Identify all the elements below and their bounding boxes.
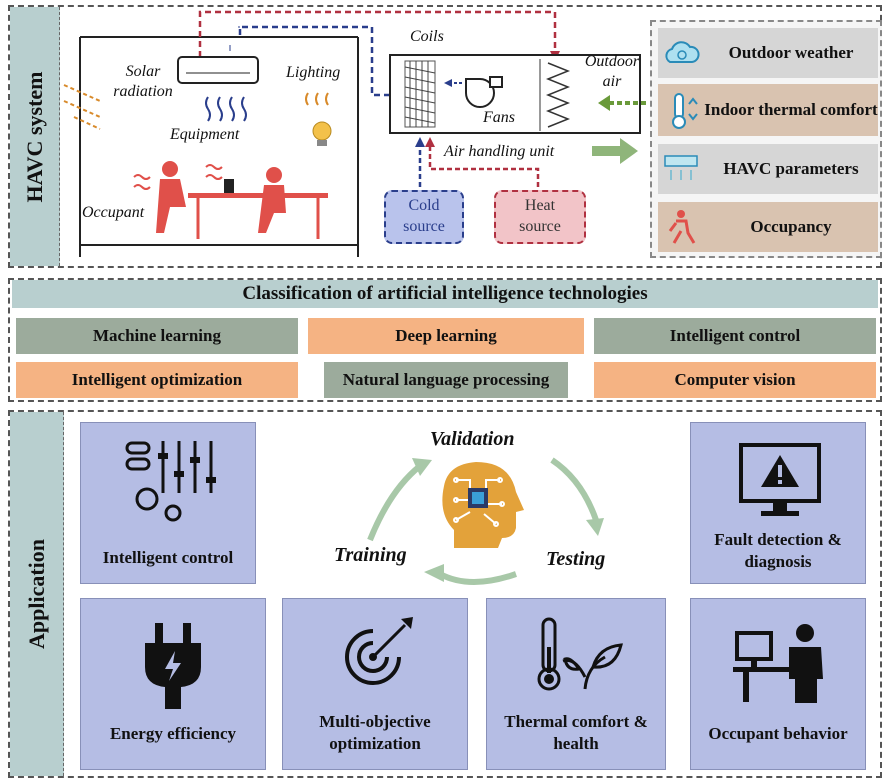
cloud-recycle-icon <box>658 30 704 76</box>
application-section <box>8 410 882 778</box>
tech-nlp: Natural language processing <box>324 362 568 398</box>
card-multi-objective: Multi-objective optimization <box>282 598 468 770</box>
occupant-label: Occupant <box>82 204 145 221</box>
panel-outdoor-weather: Outdoor weather <box>658 28 878 78</box>
panel-outdoor-weather-label: Outdoor weather <box>728 42 854 62</box>
tech-intelligent-control: Intelligent control <box>594 318 876 354</box>
card-intelligent-control: Intelligent control <box>80 422 256 584</box>
panel-occupancy: Occupancy <box>658 202 878 252</box>
hvac-side-label: HAVC system <box>10 7 60 266</box>
panel-occupancy-label: Occupancy <box>750 216 832 236</box>
classification-section <box>8 278 882 402</box>
outdoor-air-label: Outdoor air <box>584 53 640 90</box>
cycle-training-label: Training <box>334 544 407 566</box>
coils-label: Coils <box>410 28 444 45</box>
fans-label: Fans <box>483 109 515 126</box>
tech-intelligent-optimization: Intelligent optimization <box>16 362 298 398</box>
application-side-label-text: Application <box>23 538 49 650</box>
tech-deep-learning: Deep learning <box>308 318 584 354</box>
cycle-testing-label: Testing <box>546 548 606 570</box>
cold-source-box: Cold source <box>384 190 464 244</box>
thermometer-icon <box>658 87 704 133</box>
card-thermal-comfort: Thermal comfort & health <box>486 598 666 770</box>
arrow-to-panel-icon <box>592 138 638 164</box>
tech-computer-vision: Computer vision <box>594 362 876 398</box>
sliders-gears-icon <box>125 441 216 522</box>
panel-havc-params: HAVC parameters <box>658 144 878 194</box>
warning-monitor-icon <box>739 443 821 516</box>
ai-head-icon <box>442 462 524 548</box>
card-occupant-behavior: Occupant behavior <box>690 598 866 770</box>
cycle-validation-label: Validation <box>430 428 515 450</box>
card-fault-detection: Fault detection & diagnosis <box>690 422 866 584</box>
tech-machine-learning: Machine learning <box>16 318 298 354</box>
equipment-label: Equipment <box>170 126 240 143</box>
target-icon <box>345 617 413 685</box>
plug-icon <box>145 623 201 709</box>
panel-indoor-thermal-label: Indoor thermal comfort <box>704 99 878 119</box>
heat-source-label: Heat source <box>519 197 561 235</box>
hvac-diagram <box>63 10 646 257</box>
card-fault-detection-label: Fault detection & diagnosis <box>714 529 842 571</box>
person-computer-icon <box>733 624 823 703</box>
card-energy-efficiency-label: Energy efficiency <box>109 723 237 743</box>
card-thermal-comfort-label: Thermal comfort & health <box>504 711 648 753</box>
application-side-label: Application <box>10 412 64 776</box>
classification-title-bar: Classification of artificial intelligenc… <box>12 280 878 308</box>
heat-source-box: Heat source <box>494 190 586 244</box>
thermometer-leaf-icon <box>537 617 623 691</box>
panel-havc-params-label: HAVC parameters <box>723 158 859 178</box>
lighting-label: Lighting <box>286 64 341 81</box>
card-intelligent-control-label: Intelligent control <box>102 547 234 567</box>
classification-title: Classification of artificial intelligenc… <box>242 283 648 304</box>
ai-cycle-diagram <box>367 457 604 585</box>
panel-indoor-thermal: Indoor thermal comfort <box>658 84 878 136</box>
card-multi-objective-label: Multi-objective optimization <box>319 711 431 753</box>
solar-label: Solar radiation <box>113 63 173 100</box>
card-energy-efficiency: Energy efficiency <box>80 598 266 770</box>
hvac-side-label-text: HAVC system <box>21 71 47 202</box>
card-occupant-behavior-label: Occupant behavior <box>708 723 848 743</box>
cold-source-label: Cold source <box>403 197 445 235</box>
person-running-icon <box>658 204 704 250</box>
ahu-label: Air handling unit <box>444 143 555 160</box>
air-conditioner-icon <box>658 146 704 192</box>
